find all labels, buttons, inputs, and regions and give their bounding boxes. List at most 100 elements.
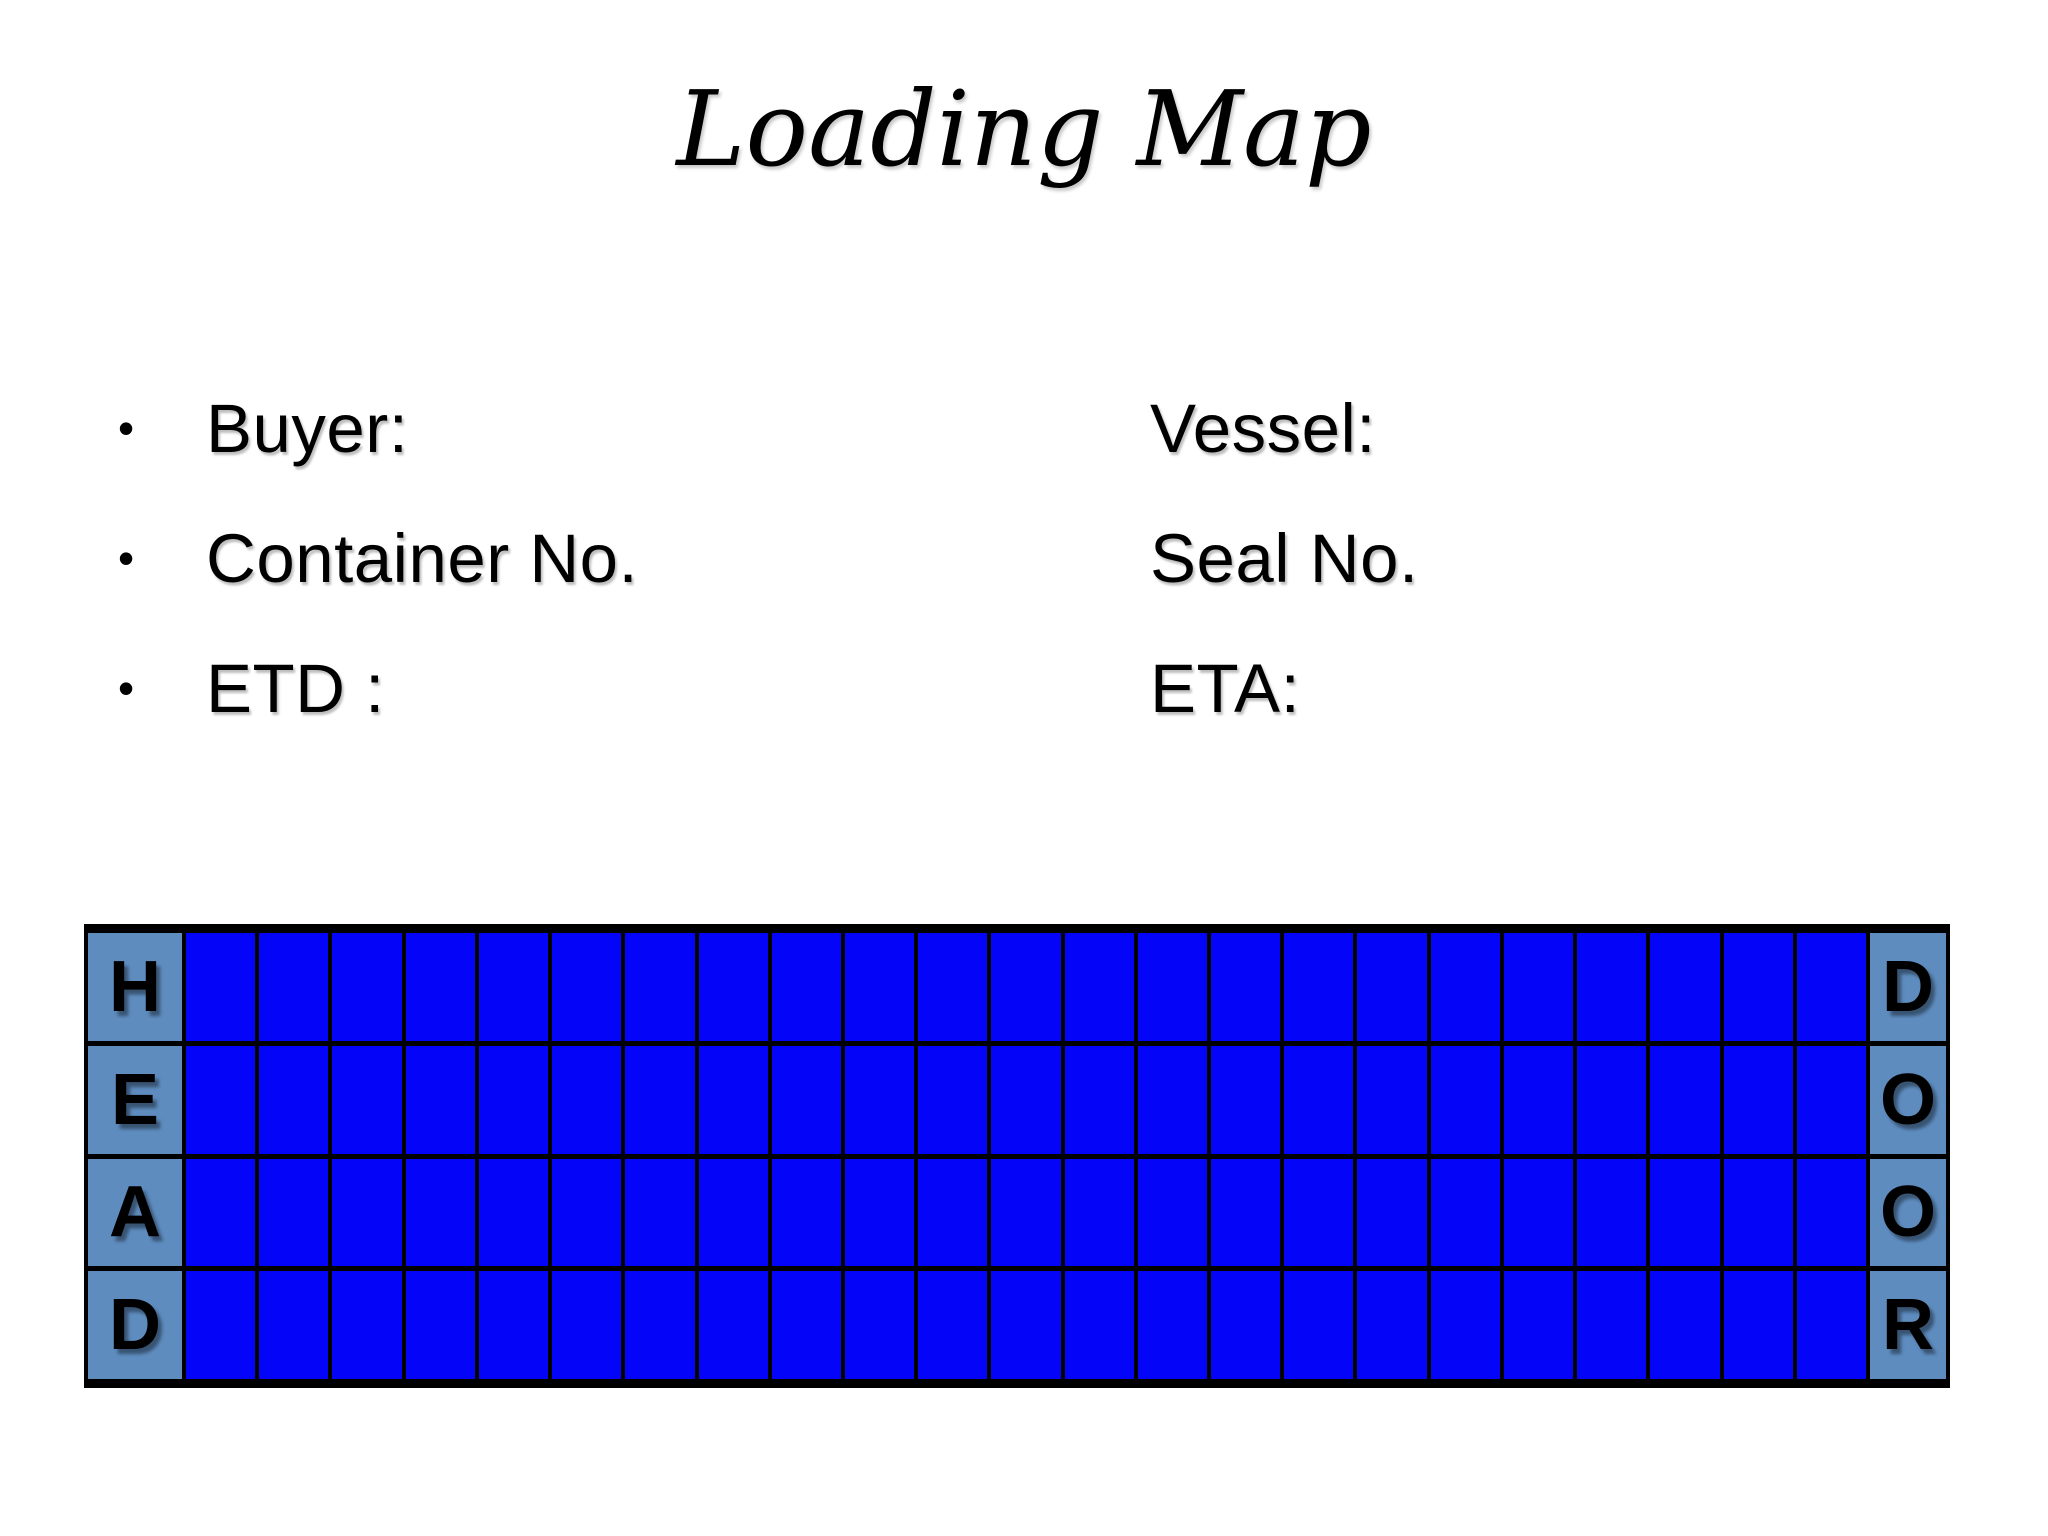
- grid-cell: [625, 1271, 695, 1379]
- grid-cell: [1430, 1158, 1500, 1267]
- grid-cell: [1503, 1045, 1574, 1154]
- info-column-right: Vessel: Seal No. ETA:: [1150, 363, 1419, 753]
- buyer-label: Buyer:: [206, 389, 409, 467]
- grid-cell: [918, 1045, 988, 1154]
- grid-cell: [698, 1045, 768, 1154]
- vessel-row: Vessel:: [1150, 363, 1419, 493]
- grid-cell: [1577, 1045, 1647, 1154]
- grid-cell: [1503, 1158, 1574, 1267]
- grid-cell: [1430, 1271, 1500, 1379]
- grid-cell: [332, 1271, 402, 1379]
- grid-cell: [405, 933, 475, 1041]
- grid-cell: [918, 1158, 988, 1267]
- seal-no-row: Seal No.: [1150, 493, 1419, 623]
- grid-cell: [405, 1045, 475, 1154]
- grid-cell: [698, 1158, 768, 1267]
- page-title: Loading Map: [676, 68, 1372, 190]
- grid-cell: [186, 933, 256, 1041]
- grid-cell: [771, 1271, 841, 1379]
- grid-cell: [552, 933, 622, 1041]
- container-no-label: Container No.: [206, 519, 639, 597]
- info-column-left: • Buyer: • Container No. • ETD :: [118, 363, 638, 753]
- grid-cell: [1064, 933, 1134, 1041]
- grid-cell: [186, 1045, 256, 1154]
- grid-cell: [1650, 1271, 1720, 1379]
- bullet-icon: •: [118, 402, 135, 454]
- grid-cell: [1723, 933, 1793, 1041]
- grid-cell: [918, 1271, 988, 1379]
- grid-cell: [625, 933, 695, 1041]
- grid-cell: [771, 933, 841, 1041]
- grid-cell: [991, 933, 1061, 1041]
- grid-cell: [478, 1045, 549, 1154]
- grid-cell: [1796, 1158, 1866, 1267]
- grid-cell: [1723, 1271, 1793, 1379]
- grid-cell: [478, 933, 549, 1041]
- grid-cell: [1650, 933, 1720, 1041]
- door-letter-cell: O: [1870, 1158, 1946, 1267]
- grid-cell: [991, 1271, 1061, 1379]
- etd-label: ETD :: [206, 649, 385, 727]
- etd-row: • ETD :: [118, 623, 638, 753]
- head-letter-cell: H: [88, 933, 182, 1041]
- eta-row: ETA:: [1150, 623, 1419, 753]
- grid-cell: [844, 933, 915, 1041]
- head-letter-cell: A: [88, 1158, 182, 1267]
- grid-cell: [259, 933, 329, 1041]
- grid-cell: [405, 1158, 475, 1267]
- grid-cell: [332, 1158, 402, 1267]
- grid-cell: [1357, 1158, 1427, 1267]
- grid-cell: [332, 1045, 402, 1154]
- grid-cell: [478, 1271, 549, 1379]
- grid-cell: [552, 1045, 622, 1154]
- head-letter-cell: E: [88, 1045, 182, 1154]
- grid-cell: [186, 1158, 256, 1267]
- grid-cell: [1284, 1271, 1354, 1379]
- door-letter-cell: R: [1870, 1271, 1946, 1379]
- grid-cell: [844, 1271, 915, 1379]
- bullet-icon: •: [118, 532, 135, 584]
- head-letter-cell: D: [88, 1271, 182, 1379]
- grid-cell: [259, 1271, 329, 1379]
- grid-cell: [405, 1271, 475, 1379]
- grid-cell: [1284, 933, 1354, 1041]
- grid-cell: [1137, 1271, 1208, 1379]
- grid-cell: [1577, 1158, 1647, 1267]
- grid-cell: [771, 1045, 841, 1154]
- grid-cell: [1357, 1045, 1427, 1154]
- grid-cell: [1430, 933, 1500, 1041]
- grid-cell: [1723, 1158, 1793, 1267]
- grid-cell: [478, 1158, 549, 1267]
- grid-cell: [1577, 933, 1647, 1041]
- grid-cell: [918, 933, 988, 1041]
- grid-cell: [1284, 1045, 1354, 1154]
- grid-cell: [1064, 1271, 1134, 1379]
- container-no-row: • Container No.: [118, 493, 638, 623]
- seal-no-label: Seal No.: [1150, 519, 1419, 597]
- grid-cell: [1503, 933, 1574, 1041]
- bullet-icon: •: [118, 662, 135, 714]
- grid-cell: [332, 933, 402, 1041]
- grid-cell: [552, 1271, 622, 1379]
- grid-cell: [1577, 1271, 1647, 1379]
- grid-cell: [991, 1045, 1061, 1154]
- grid-cell: [1796, 1271, 1866, 1379]
- grid-cell: [259, 1045, 329, 1154]
- grid-cell: [1211, 1045, 1281, 1154]
- grid-cell: [1650, 1045, 1720, 1154]
- grid-cell: [186, 1271, 256, 1379]
- grid-cell: [625, 1158, 695, 1267]
- grid-cell: [1503, 1271, 1574, 1379]
- grid-cell: [698, 1271, 768, 1379]
- grid-cell: [1137, 933, 1208, 1041]
- grid-cell: [1211, 933, 1281, 1041]
- grid-cell: [1430, 1045, 1500, 1154]
- grid-cell: [1137, 1045, 1208, 1154]
- grid-cell: [259, 1158, 329, 1267]
- grid-cell: [1723, 1045, 1793, 1154]
- eta-label: ETA:: [1150, 649, 1301, 727]
- grid-cell: [1650, 1158, 1720, 1267]
- grid-cell: [1211, 1158, 1281, 1267]
- grid-cell: [625, 1045, 695, 1154]
